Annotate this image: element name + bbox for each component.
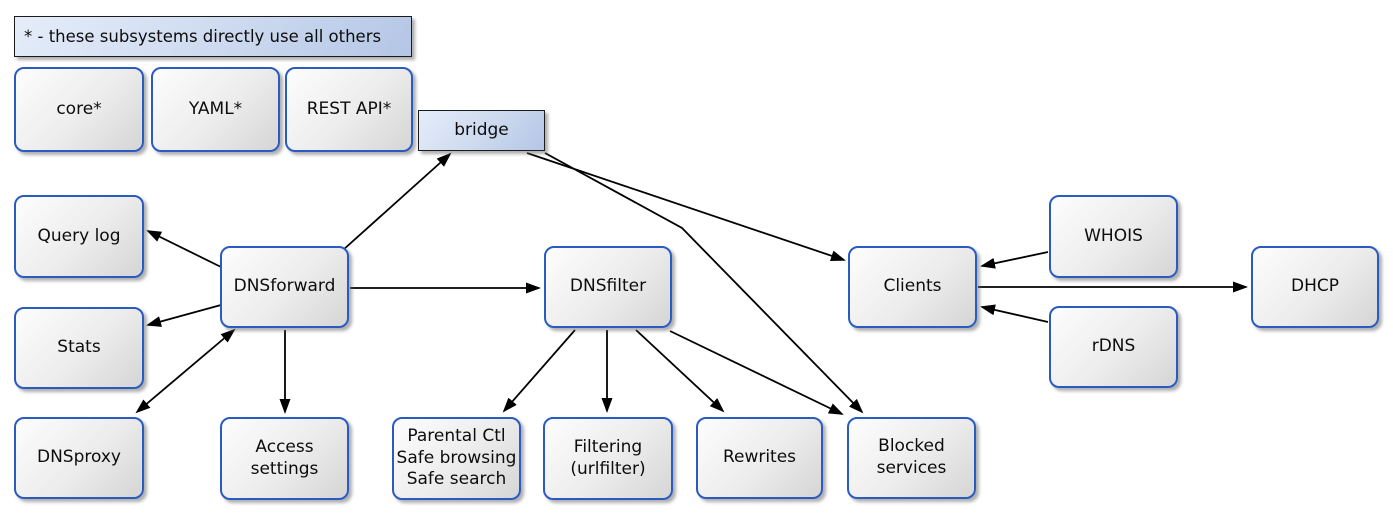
node-filtering: Filtering (urlfilter)	[543, 417, 673, 500]
node-label-dnsproxy: DNSproxy	[36, 447, 121, 468]
edge-dnsforward-stats	[146, 304, 222, 327]
node-label-stats: Stats	[57, 337, 101, 358]
node-label-filtering: Filtering (urlfilter)	[570, 436, 646, 479]
node-label-bridge: bridge	[454, 119, 509, 140]
node-blocked-services: Blocked services	[847, 417, 976, 499]
edge-dnsforward-dnsproxy	[135, 328, 236, 414]
edge-dnsfilter-parental	[502, 329, 576, 413]
node-rewrites: Rewrites	[696, 417, 823, 499]
node-clients: Clients	[848, 246, 977, 328]
edge-dnsforward-bridge	[342, 152, 452, 251]
edge-whois-clients	[980, 251, 1049, 269]
node-label-query-log: Query log	[37, 225, 121, 246]
node-label-dnsforward: DNSforward	[233, 276, 336, 297]
node-label-core: core*	[56, 98, 102, 119]
node-label-parental: Parental Ctl Safe browsing Safe search	[396, 425, 517, 490]
node-parental: Parental Ctl Safe browsing Safe search	[392, 417, 521, 500]
node-access-settings: Access settings	[220, 417, 349, 500]
node-whois: WHOIS	[1049, 195, 1178, 278]
node-dhcp: DHCP	[1251, 246, 1379, 328]
node-core: core*	[14, 67, 144, 152]
node-label-blocked-services: Blocked services	[876, 436, 947, 478]
node-query-log: Query log	[14, 195, 144, 278]
node-rest-api: REST API*	[285, 67, 413, 152]
edge-dnsfilter-blocked-services	[669, 330, 844, 415]
node-label-rdns: rDNS	[1091, 336, 1136, 357]
node-label-whois: WHOIS	[1084, 225, 1143, 246]
edge-rdns-clients	[980, 304, 1049, 323]
node-dnsproxy: DNSproxy	[14, 417, 144, 499]
node-label-dhcp: DHCP	[1291, 276, 1339, 297]
node-legend: * - these subsystems directly use all ot…	[14, 16, 412, 57]
node-bridge: bridge	[418, 110, 545, 151]
edge-dnsfilter-rewrites	[635, 329, 725, 413]
node-label-access-settings: Access settings	[250, 436, 319, 479]
node-label-rest-api: REST API*	[306, 98, 392, 119]
node-label-yaml: YAML*	[188, 98, 243, 119]
node-label-legend: * - these subsystems directly use all ot…	[24, 26, 382, 46]
node-yaml: YAML*	[151, 67, 280, 152]
node-rdns: rDNS	[1049, 306, 1178, 388]
edge-bridge-clients	[526, 152, 846, 262]
node-dnsfilter: DNSfilter	[544, 246, 672, 328]
node-stats: Stats	[14, 307, 144, 389]
node-label-dnsfilter: DNSfilter	[569, 276, 647, 297]
node-label-rewrites: Rewrites	[722, 447, 797, 468]
edge-dnsforward-query-log	[146, 230, 222, 268]
node-dnsforward: DNSforward	[220, 246, 349, 328]
node-label-clients: Clients	[883, 276, 942, 297]
